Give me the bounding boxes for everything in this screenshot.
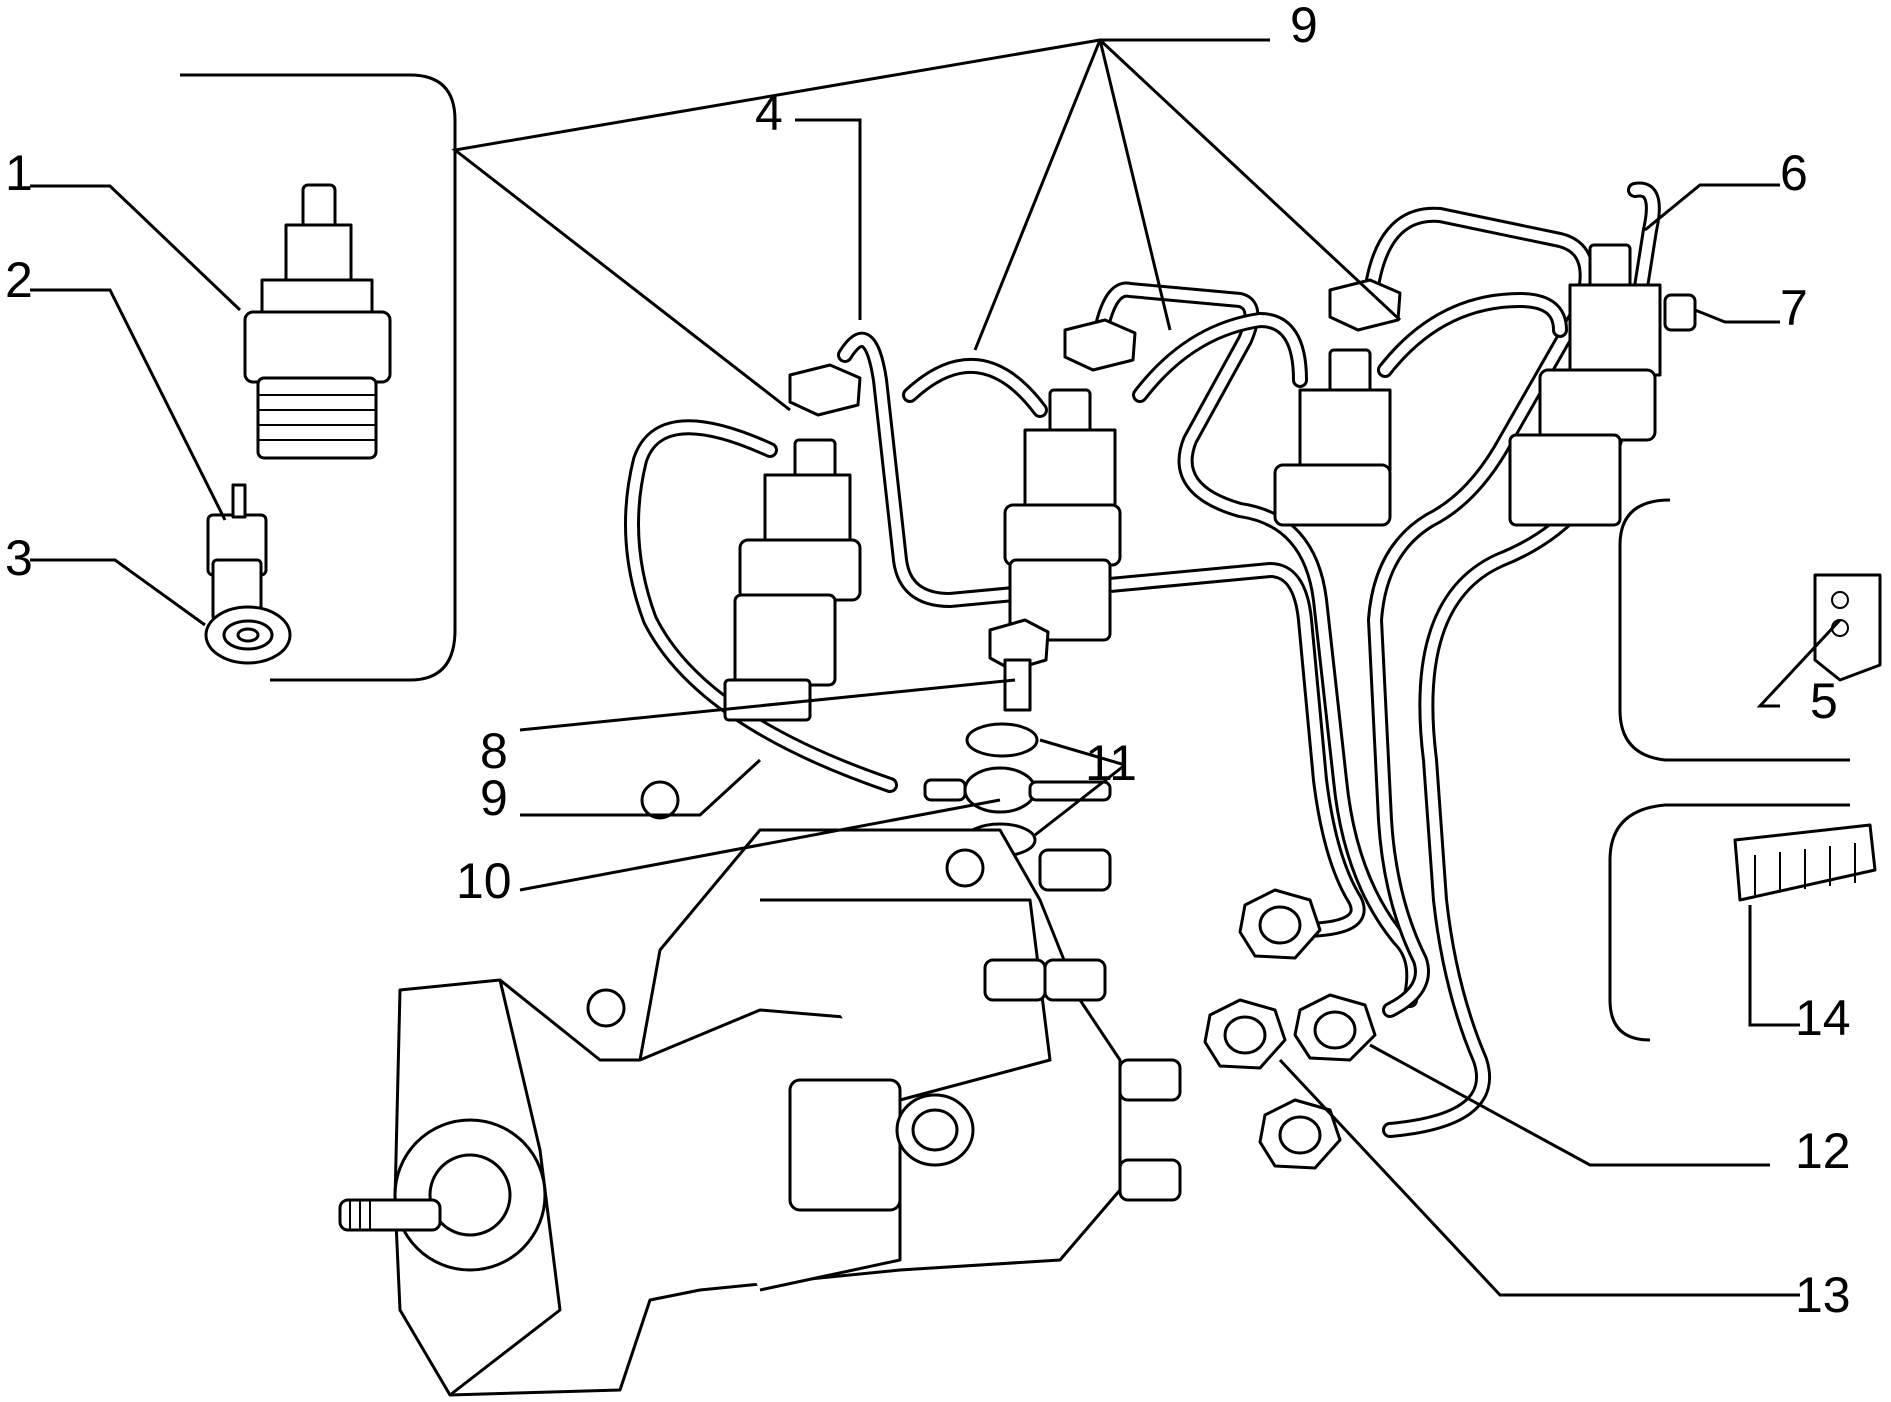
inset-bracket-right [1608,498,1850,1042]
callout-3: 3 [5,530,33,586]
callout-1: 1 [5,145,33,201]
callout-13: 13 [1795,1267,1851,1323]
callout-2: 2 [5,252,33,308]
callout-6: 6 [1780,145,1808,201]
injector-cylinder-4 [1508,243,1662,527]
leader-lines [30,38,1842,1297]
callout-9-top: 9 [1290,0,1318,53]
union-nut-13-upper [1203,998,1287,1070]
callout-12: 12 [1795,1123,1851,1179]
injector-holder-detail [243,183,392,460]
injection-pump [338,780,1182,1397]
injector-cylinder-3 [1273,348,1392,527]
inset-bracket-left [180,73,457,682]
callout-9-left: 9 [480,770,508,826]
clip-part [1813,573,1882,682]
pipe-nut-injector-1 [788,363,862,417]
union-nut-12 [1293,993,1377,1062]
injector-cylinder-2 [1003,388,1122,642]
banjo-fitting-part [923,766,1112,814]
callout-4: 4 [755,85,783,141]
injector-cylinder-1 [723,438,862,722]
callout-10: 10 [456,853,512,909]
callout-11: 11 [1085,735,1137,791]
callout-8: 8 [480,723,508,779]
washer-upper [965,722,1039,758]
callout-7: 7 [1780,280,1808,336]
multi-clip-part [1733,823,1877,902]
cap-part [1663,293,1697,332]
union-nut-pipe-4 [1238,888,1322,960]
nozzle-part [206,483,268,622]
callout-labels: 1 2 3 4 5 6 7 8 9 9 10 11 12 13 14 [5,0,1851,1323]
banjo-bolt-part [988,618,1050,712]
union-nut-13-lower [1258,1098,1342,1170]
callout-5: 5 [1810,673,1838,729]
callout-14: 14 [1795,990,1851,1046]
pipe-nut-injector-2 [1063,318,1137,372]
washer-part [204,605,292,665]
